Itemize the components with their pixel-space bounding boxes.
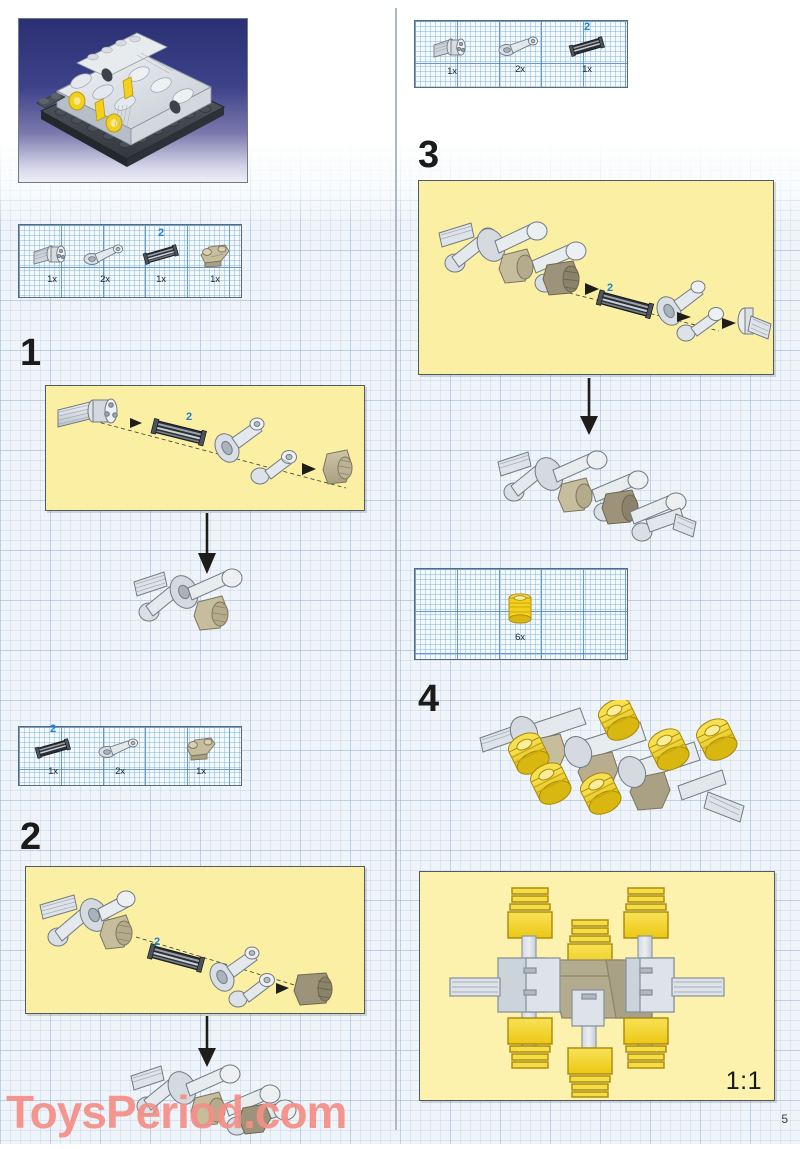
hero-model-photo [18,18,248,183]
part-connecting-rod: 2x [82,241,128,285]
engine-piston-icon [495,591,545,632]
crank-counterweight-icon [195,239,235,274]
parts-bin-1: 1x 2x 2 [18,224,242,298]
step-1-panel: 2 [45,385,365,511]
scale-ratio-label: 1:1 [725,1067,762,1095]
step-3-panel: 2 [418,180,774,375]
svg-text:2: 2 [154,936,160,948]
page-number: 5 [781,1112,788,1126]
step-1-subassembly [128,558,288,649]
axle-connector-hub-icon [431,35,473,66]
step-1-flow-arrow [196,513,218,580]
axle-length-callout: 2 [49,723,57,735]
part-count: 1x [47,274,57,285]
step-2-subassembly [125,1060,310,1149]
part-engine-piston: 6x [495,591,545,643]
connecting-rod-icon [82,241,128,274]
one-to-one-scale-panel: 1:1 [419,871,775,1101]
part-count: 2x [515,64,525,75]
part-count: 1x [582,64,592,75]
part-count: 1x [48,766,58,777]
axle-2-icon [565,35,609,64]
step-4-subassembly-with-pistons [470,698,770,855]
axle-2-icon [139,241,183,274]
part-count: 2x [100,274,110,285]
svg-text:2: 2 [186,411,192,423]
step-number-4: 4 [418,678,440,720]
site-watermark: ToysPeriod.com [6,1086,347,1138]
crank-counterweight-icon [181,733,221,766]
axle-2-icon [31,737,75,766]
svg-text:2: 2 [607,282,613,294]
column-divider [395,8,397,1130]
part-connecting-rod: 2x [97,735,143,777]
step-2-panel: 2 [25,866,365,1014]
part-count: 1x [156,274,166,285]
part-axle-2: 2 1x [31,723,75,777]
step-3-flow-arrow [578,378,600,441]
part-axle-2: 2 1x [139,227,183,285]
part-crank-counterweight: 1x [181,733,221,777]
connecting-rod-icon [97,735,143,766]
part-axle-2: 2 1x [565,21,609,75]
parts-bin-2: 2 1x [18,723,242,786]
axle-connector-hub-icon [31,241,73,274]
step-3-subassembly [490,440,700,555]
connecting-rod-icon [497,33,543,64]
axle-length-callout: 2 [157,227,165,239]
part-count: 6x [515,632,525,643]
step-number-3: 3 [418,134,440,176]
step-number-1: 1 [20,332,42,374]
step-number-2: 2 [20,816,42,858]
part-crank-counterweight: 1x [195,239,235,285]
step-2-flow-arrow [196,1016,218,1073]
parts-bin-3: 1x 2x 2 [414,20,628,88]
part-axle-connector-hub: 1x [31,241,73,285]
part-count: 2x [115,766,125,777]
part-axle-connector-hub: 1x [431,35,473,77]
part-count: 1x [210,274,220,285]
part-count: 1x [447,66,457,77]
part-connecting-rod: 2x [497,33,543,75]
parts-bin-4: 6x [414,568,628,660]
part-count: 1x [196,766,206,777]
axle-length-callout: 2 [583,21,591,33]
